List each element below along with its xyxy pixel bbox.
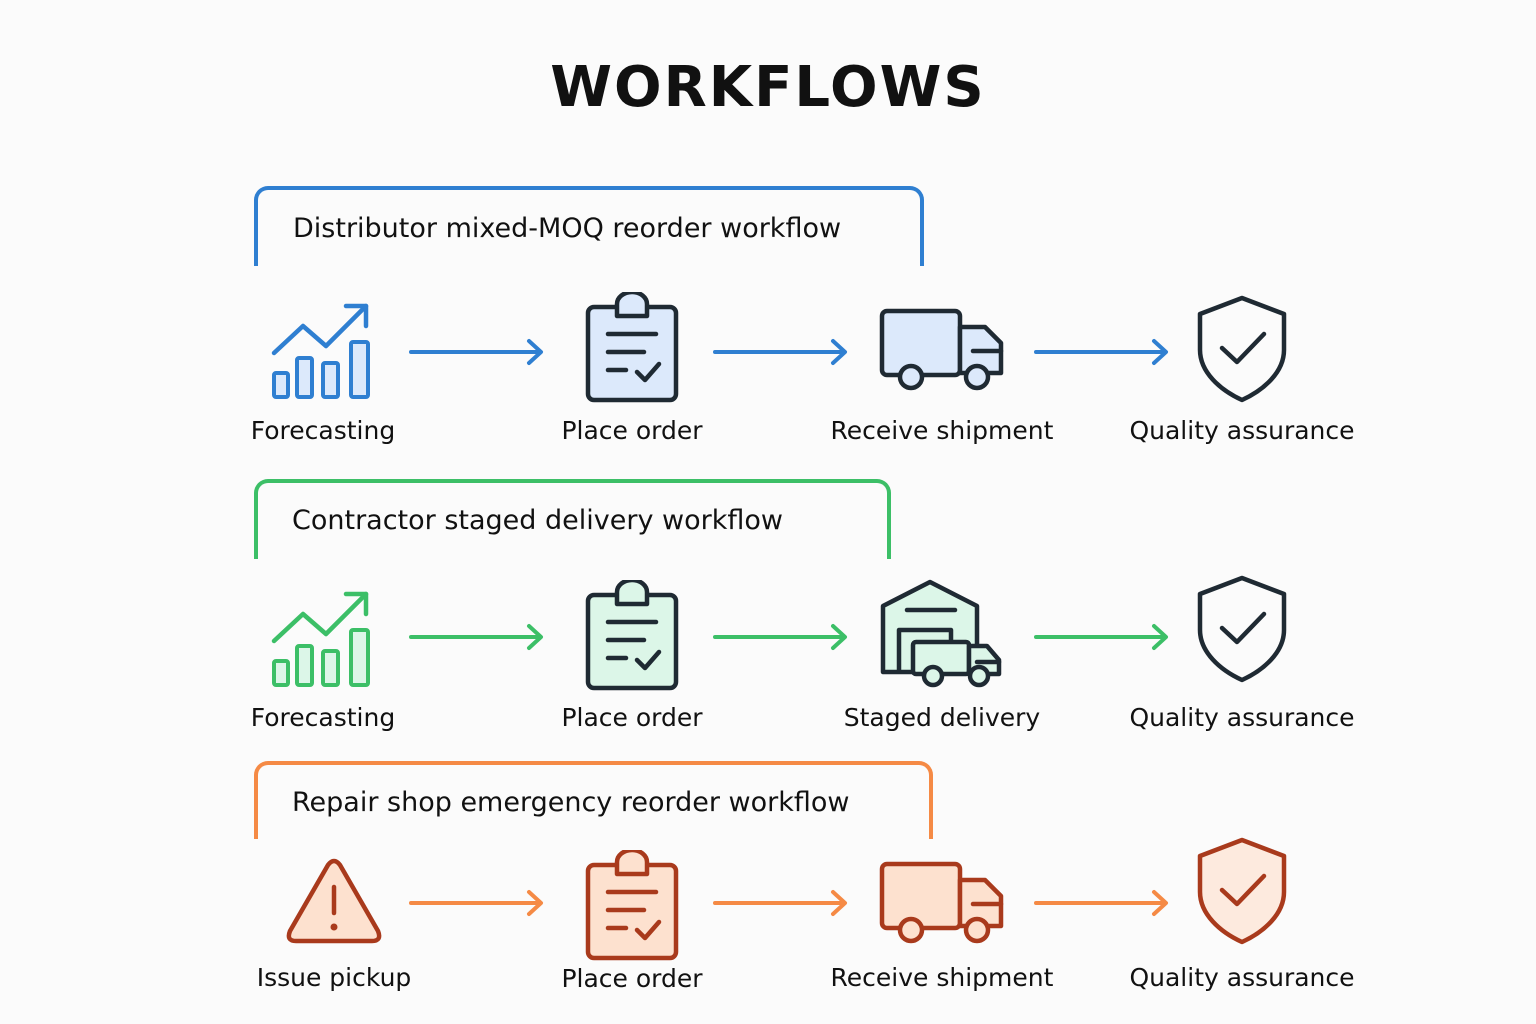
arrow-right-icon: [1034, 624, 1168, 650]
workflow-title: Distributor mixed-MOQ reorder workflow: [293, 213, 842, 244]
step-label: Place order: [561, 703, 703, 732]
step-label: Forecasting: [250, 703, 396, 732]
step-label: Receive shipment: [830, 416, 1054, 445]
chart-trend-icon: [271, 591, 370, 687]
step-place-order: Place order: [502, 580, 762, 732]
clipboard-check-icon: [585, 292, 679, 403]
step-receive-shipment: Receive shipment: [812, 858, 1072, 992]
step-receive-shipment: Receive shipment: [812, 305, 1072, 445]
shield-check-icon: [1197, 837, 1287, 945]
chart-trend-icon: [271, 303, 370, 399]
step-forecasting: Forecasting: [193, 586, 453, 732]
step-quality-assurance: Quality assurance: [1112, 574, 1372, 732]
step-label: Issue pickup: [256, 963, 412, 992]
arrow-right-icon: [409, 339, 543, 365]
workflow-bracket: [254, 761, 933, 839]
workflow-title: Repair shop emergency reorder workflow: [292, 787, 850, 818]
warehouse-truck-icon: [880, 579, 1002, 688]
step-label: Place order: [561, 416, 703, 445]
arrow-right-icon: [713, 624, 847, 650]
step-label: Quality assurance: [1129, 963, 1355, 992]
shield-check-icon: [1197, 575, 1287, 683]
workflow-title: Contractor staged delivery workflow: [292, 505, 783, 536]
step-label: Forecasting: [250, 416, 396, 445]
step-place-order: Place order: [502, 850, 762, 993]
arrow-right-icon: [1034, 339, 1168, 365]
arrow-right-icon: [713, 890, 847, 916]
step-label: Quality assurance: [1129, 416, 1355, 445]
step-place-order: Place order: [502, 292, 762, 445]
clipboard-check-icon: [585, 580, 679, 691]
arrow-right-icon: [409, 890, 543, 916]
workflow-bracket: [254, 186, 924, 266]
arrow-right-icon: [409, 624, 543, 650]
step-label: Quality assurance: [1129, 703, 1355, 732]
workflow-bracket: [254, 479, 891, 559]
step-quality-assurance: Quality assurance: [1112, 294, 1372, 445]
shield-check-icon: [1197, 295, 1287, 403]
step-label: Staged delivery: [843, 703, 1041, 732]
step-label: Receive shipment: [830, 963, 1054, 992]
truck-icon: [879, 861, 1004, 944]
arrow-right-icon: [713, 339, 847, 365]
clipboard-check-icon: [585, 850, 679, 961]
step-quality-assurance: Quality assurance: [1112, 836, 1372, 992]
truck-icon: [879, 308, 1004, 391]
step-forecasting: Forecasting: [193, 298, 453, 445]
page-title: WORKFLOWS: [550, 55, 986, 120]
step-label: Place order: [561, 964, 703, 993]
step-staged-delivery: Staged delivery: [812, 578, 1072, 732]
warning-triangle-icon: [286, 858, 382, 944]
arrow-right-icon: [1034, 890, 1168, 916]
step-issue-pickup: Issue pickup: [204, 857, 464, 992]
